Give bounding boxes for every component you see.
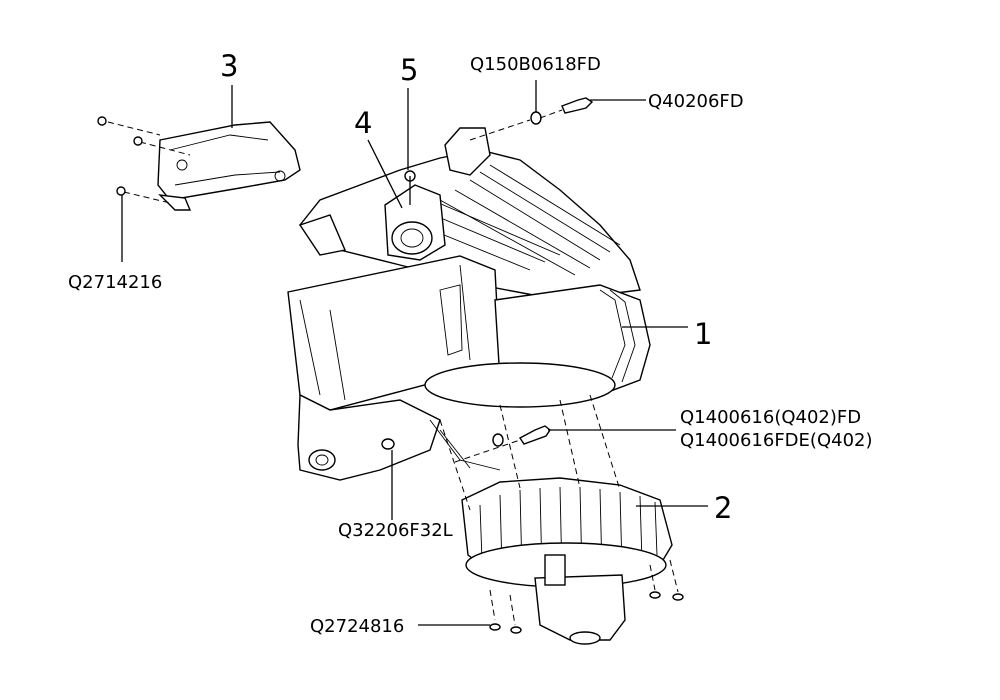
callout-item-2: 2: [714, 491, 732, 525]
blower-housing-drawing: [287, 127, 651, 481]
leader-lines: [121, 80, 708, 626]
part-number-q40206fd: Q40206FD: [648, 91, 744, 112]
callout-item-3: 3: [220, 49, 238, 83]
part-number-q2714216: Q2714216: [68, 272, 162, 293]
callout-item-5: 5: [400, 53, 418, 87]
blower-fan-motor-drawing: [439, 394, 684, 645]
part-number-q32206f32l: Q32206F32L: [338, 520, 453, 541]
fastener-drawings: [381, 97, 594, 463]
mounting-bracket-drawing: [97, 116, 301, 211]
callout-item-4: 4: [354, 106, 372, 140]
part-number-q150b0618fd: Q150B0618FD: [470, 54, 601, 75]
callout-item-1: 1: [694, 317, 712, 351]
part-number-q1400616-q402-fd: Q1400616(Q402)FD: [680, 407, 861, 428]
part-number-q1400616fde-q402: Q1400616FDE(Q402): [680, 430, 873, 451]
part-number-q2724816: Q2724816: [310, 616, 404, 637]
